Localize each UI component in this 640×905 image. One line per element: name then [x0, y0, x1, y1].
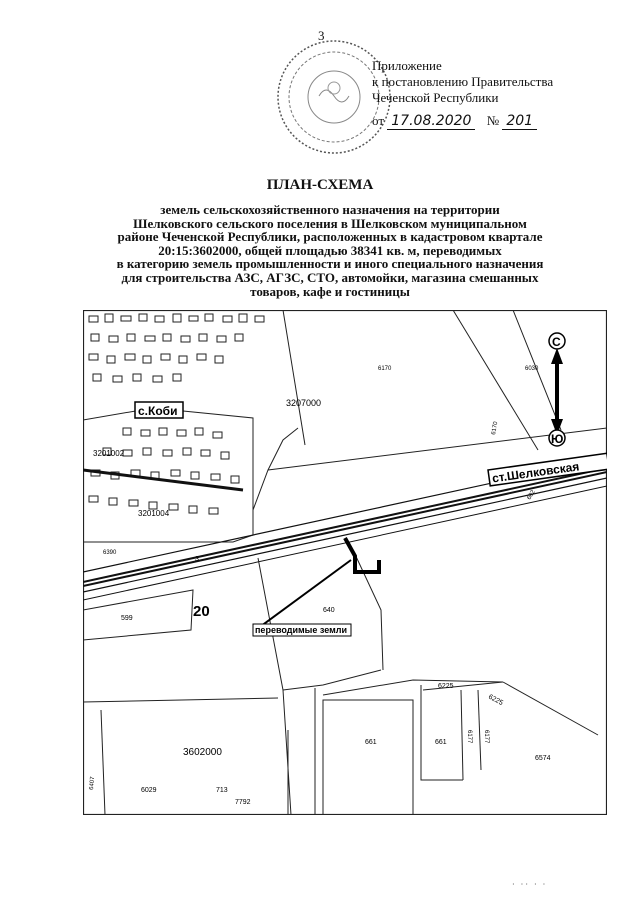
appendix-block: Приложение к постановлению Правительства…: [372, 58, 553, 106]
parcel-number: 3: [195, 556, 199, 563]
scan-artifact: · ·· · ·: [512, 880, 548, 889]
parcel-number: 6029: [141, 787, 157, 794]
parcel-number: 6177: [466, 730, 472, 744]
subtitle-line: в категорию земель промышленности и иног…: [116, 256, 544, 272]
document-title: ПЛАН-СХЕМА: [266, 177, 374, 193]
parcel-number: 661: [365, 739, 377, 746]
transferred-land-parcel: [252, 537, 381, 633]
quarter-label: 3602000: [183, 747, 222, 758]
parcel-number: 661: [435, 739, 447, 746]
parcel-number: 713: [216, 787, 228, 794]
handwritten-date: 17.08.2020: [387, 113, 476, 130]
appendix-line: к постановлению Правительства: [372, 74, 554, 89]
transferred-land-label: переводимые земли: [255, 625, 347, 635]
subtitle-line: земель сельскохозяйственного назначения …: [160, 202, 500, 217]
zone-label: 20: [193, 603, 210, 620]
appendix-line: Чеченской Республики: [372, 90, 499, 105]
document-subtitle: земель сельскохозяйственного назначения …: [80, 203, 580, 298]
parcel-number: 6030: [525, 366, 539, 372]
parcel-number: 6177: [483, 730, 489, 744]
parcel-number: 599: [121, 615, 133, 622]
subtitle-line: районе Чеченской Республики, расположенн…: [117, 229, 543, 245]
railway-band: [83, 457, 607, 601]
subtitle-line: для строительства АЗС, АГЗС, СТО, автомо…: [121, 269, 539, 285]
cadastral-map: С Ю с.Коби ст.Шелковская переводимые зем…: [83, 310, 607, 815]
handwritten-number: 201: [502, 113, 538, 130]
parcel-number: 6574: [535, 755, 551, 762]
number-prefix: №: [486, 113, 500, 128]
village-kobi-buildings: [88, 313, 265, 515]
parcel-number: 6170: [378, 366, 392, 372]
parcel-number: 640: [323, 607, 335, 614]
quarter-label: 3201002: [93, 449, 125, 458]
subtitle-line: товаров, кафе и гостиницы: [250, 283, 410, 299]
date-prefix: от: [372, 113, 385, 128]
south-label: Ю: [551, 432, 563, 446]
village-label: с.Коби: [138, 404, 177, 418]
parcel-number: 6170: [491, 421, 499, 436]
quarter-label: 3207000: [286, 398, 321, 408]
parcel-number: 602: [527, 489, 538, 501]
date-number-line: от 17.08.2020 № 201: [372, 113, 538, 130]
subtitle-line: Шелковского сельского поселения в Шелков…: [133, 215, 527, 231]
north-label: С: [552, 335, 561, 349]
appendix-line: Приложение: [372, 58, 442, 73]
parcel-number: 6225: [438, 683, 454, 690]
parcel-number: 7792: [235, 799, 251, 806]
page-number: 3: [318, 28, 325, 43]
official-seal: [277, 40, 391, 154]
north-arrow: [548, 332, 566, 447]
quarter-label: 3201004: [138, 509, 170, 518]
parcel-number: 6390: [103, 550, 117, 556]
parcel-number: 6407: [89, 776, 96, 790]
subtitle-line: 20:15:3602000, общей площадью 38341 кв. …: [158, 242, 502, 258]
